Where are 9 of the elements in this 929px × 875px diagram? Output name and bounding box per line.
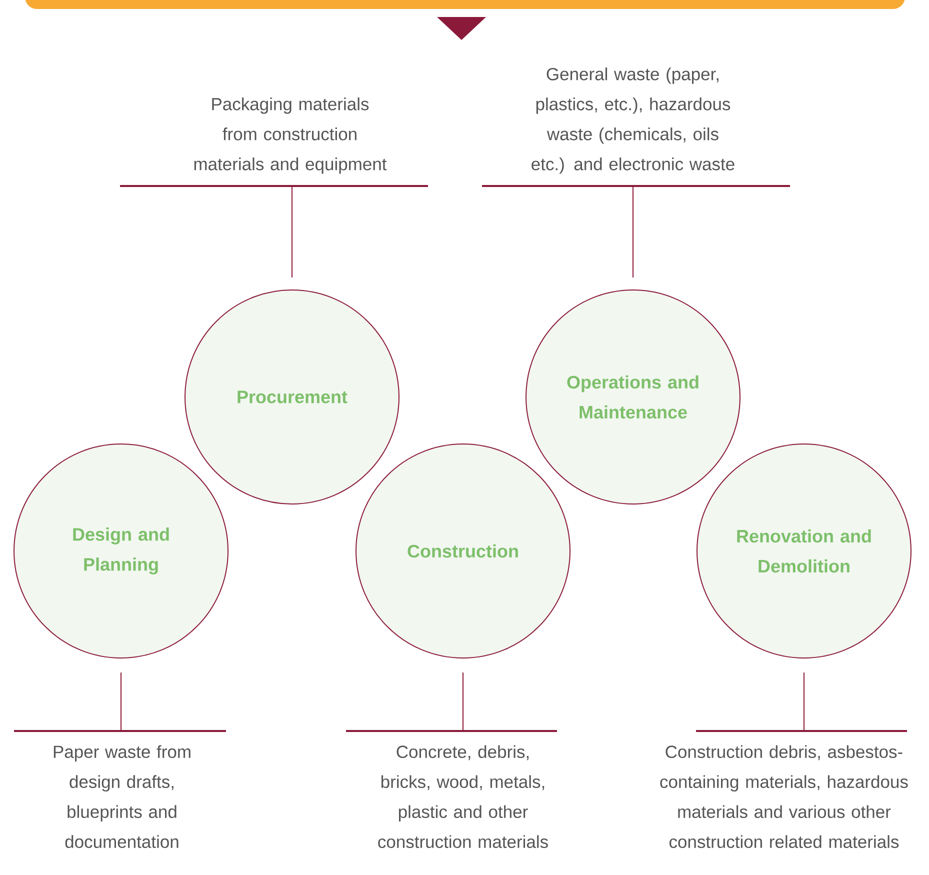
banner-bar — [25, 0, 905, 9]
waste-note: Packaging materials from construction materials and equipment — [194, 97, 387, 174]
waste-note: Concrete, debris, bricks, wood, metals, plastic and other construction materials — [378, 745, 548, 848]
waste-note: Paper waste from design drafts, blueprints and documentation — [54, 745, 190, 848]
connector-line — [632, 186, 634, 278]
connector-line — [462, 672, 464, 732]
waste-note: General waste (paper, plastics, etc.), hazardous waste (chemicals, oils etc.) and electronic waste — [532, 67, 734, 174]
waste-note: Construction debris, asbestos-containing materials, hazardous materials and various other construction related materials — [660, 745, 908, 848]
connector-line — [120, 672, 122, 732]
